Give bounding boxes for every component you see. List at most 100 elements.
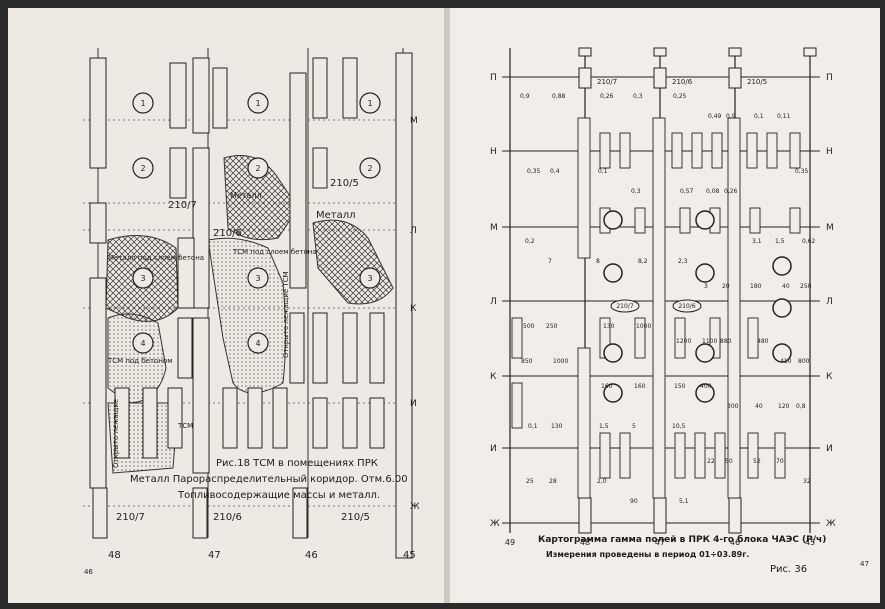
drum-label: 1 — [255, 99, 260, 108]
gamma-reading: 850 — [521, 358, 533, 365]
corridor-label: 210/6 — [213, 228, 242, 239]
gamma-reading: 25 — [526, 478, 534, 485]
fig-label-right: Рис. 36 — [770, 564, 808, 575]
gamma-reading: 28 — [549, 478, 557, 485]
gamma-reading: 1,5 — [775, 238, 785, 245]
column-axis-label: 47 — [208, 550, 221, 561]
gamma-reading: 0,3 — [633, 93, 643, 100]
area-label-tsm-left: ТСМ под бетоном — [107, 357, 172, 365]
row-axis-label: Н — [490, 147, 497, 157]
row-axis-label: К — [410, 304, 417, 314]
gamma-reading: 5 — [632, 423, 636, 430]
row-axis-label: П — [490, 73, 497, 83]
left-floor-plan: 1 1 1 2 2 2 3 3 3 4 4 210/7 210/6 210/5 … — [83, 48, 420, 576]
gamma-reading: 40 — [755, 403, 763, 410]
area-label-tsm-small: ТСМ — [177, 422, 193, 430]
gamma-reading: 7 — [548, 258, 552, 265]
area-label-tsm-mid: ТСМ под слоем бетона — [232, 248, 317, 256]
gamma-reading: 1100 — [702, 338, 717, 345]
row-axis-label: Л — [826, 297, 833, 307]
row-axis-label: Л — [490, 297, 497, 307]
gamma-reading: 32 — [803, 478, 811, 485]
corridor-label: 210/6 — [672, 78, 693, 86]
gamma-reading: 2,0 — [597, 478, 607, 485]
caption-line-3: Топливосодержащие массы и металл. — [178, 490, 381, 501]
gamma-reading: 0,9 — [726, 113, 736, 120]
gamma-reading: 160 — [634, 383, 646, 390]
column-axis-label: 45 — [403, 550, 416, 561]
corridor-label: 210/7 — [116, 512, 145, 523]
area-label-tsm-open: Открыто лежащие ТСМ — [282, 271, 290, 358]
gamma-reading: 160 — [601, 383, 613, 390]
row-axis-label: Ж — [826, 519, 836, 529]
drum-label: 4 — [255, 339, 260, 348]
drum-label: 2 — [255, 164, 260, 173]
gamma-reading: 880 — [720, 338, 732, 345]
gamma-reading: 0,9 — [520, 93, 530, 100]
gamma-reading: 0,88 — [552, 93, 566, 100]
gamma-reading: 0,8 — [796, 403, 806, 410]
gamma-reading: 8 — [596, 258, 600, 265]
gamma-reading: 52 — [753, 458, 761, 465]
gamma-reading: 5,1 — [679, 498, 689, 505]
gamma-reading: 400 — [700, 383, 712, 390]
room-tag: 210/7 — [616, 303, 633, 310]
right-page: 210/7 210/6 210/7 210/6 210/5 П Н М Л К … — [450, 8, 880, 603]
drum-label: 1 — [140, 99, 145, 108]
gamma-reading: 1,5 — [599, 423, 609, 430]
row-axis-label: М — [410, 116, 418, 126]
gamma-reading: 1000 — [553, 358, 568, 365]
gamma-reading: 120 — [778, 403, 790, 410]
row-axis-label: И — [410, 399, 417, 409]
gamma-reading: 0,35 — [795, 168, 809, 175]
drum-label: 3 — [255, 274, 260, 283]
caption-title: ТСМ в помещениях ПРК — [253, 458, 378, 469]
gamma-reading: 410 — [780, 358, 792, 365]
gamma-reading: 1000 — [636, 323, 651, 330]
gamma-reading: 20 — [722, 283, 730, 290]
caption-line-2: Металл Пароpаспределительный коридор. От… — [130, 474, 408, 485]
gamma-reading: 0,08 — [706, 188, 720, 195]
row-axis-label: П — [826, 73, 833, 83]
row-axis-label: Ж — [490, 519, 500, 529]
row-axis-label: К — [490, 372, 497, 382]
gamma-reading: 0,2 — [525, 238, 535, 245]
gamma-reading: 130 — [603, 323, 615, 330]
gamma-reading: 22 — [707, 458, 715, 465]
column-axis-label: 49 — [505, 538, 515, 547]
row-axis-label: К — [826, 372, 833, 382]
drum-label: 1 — [367, 99, 372, 108]
row-axis-label: И — [490, 444, 497, 454]
gamma-reading: 130 — [551, 423, 563, 430]
area-label-tsm-open-left: Открыто лежащие — [112, 399, 120, 468]
gamma-reading: 250 — [546, 323, 558, 330]
area-label-metal-concrete: Металл под слоем бетона — [108, 254, 204, 262]
row-axis-label: М — [826, 223, 834, 233]
gamma-reading: 150 — [674, 383, 686, 390]
row-axis-label: Н — [826, 147, 833, 157]
area-label-metal-right: Металл — [316, 210, 356, 221]
corridor-label: 210/5 — [330, 178, 359, 189]
gamma-reading: 0,49 — [708, 113, 722, 120]
gamma-reading: 0,1 — [598, 168, 608, 175]
column-axis-label: 46 — [305, 550, 318, 561]
gamma-reading: 90 — [630, 498, 638, 505]
column-axis-label: 48 — [108, 550, 121, 561]
gamma-reading: 50 — [725, 458, 733, 465]
gamma-reading: 2,3 — [678, 258, 688, 265]
gamma-reading: 8,2 — [638, 258, 648, 265]
corridor-label: 210/6 — [213, 512, 242, 523]
gamma-reading: 0,4 — [550, 168, 560, 175]
gamma-reading: 250 — [800, 283, 812, 290]
drum-label: 2 — [140, 164, 145, 173]
drum-label: 2 — [367, 164, 372, 173]
gamma-reading: 0,1 — [754, 113, 764, 120]
gamma-reading: 3 — [704, 283, 708, 290]
gamma-reading: 0,57 — [680, 188, 694, 195]
book-gutter — [444, 8, 450, 603]
area-label-metal: Металл — [230, 191, 262, 200]
corridor-label: 210/5 — [747, 78, 767, 86]
corridor-label: 210/5 — [341, 512, 370, 523]
gamma-reading: 0,11 — [777, 113, 791, 120]
